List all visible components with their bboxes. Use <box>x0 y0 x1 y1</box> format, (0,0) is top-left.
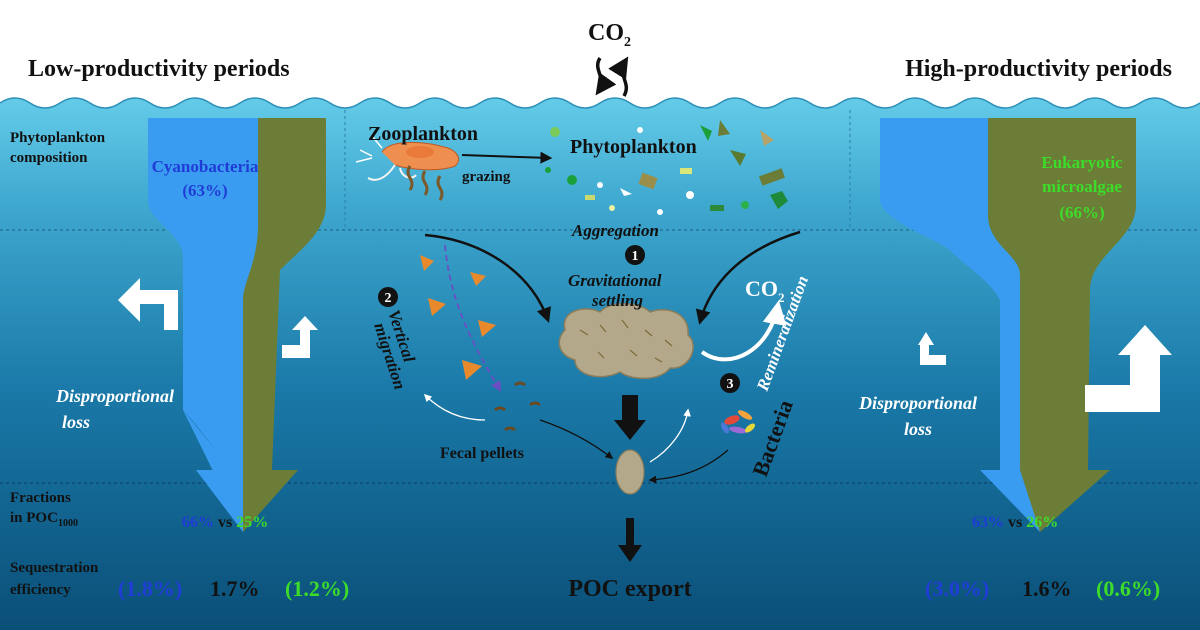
migrating-zooplankton <box>420 255 496 380</box>
left-funnel <box>148 118 326 532</box>
bacteria-to-particle-arrow <box>648 449 729 484</box>
gravitational-label-1: Gravitational <box>568 271 662 290</box>
fractions-label-1: Fractions <box>10 490 71 506</box>
sky <box>0 0 1200 110</box>
fecal-recycle-arrow <box>423 393 486 421</box>
left-eff-green: (1.2%) <box>285 576 349 601</box>
remineralization-arrow <box>700 300 787 362</box>
right-big-turn-arrow <box>1085 325 1172 412</box>
grazing-label: grazing <box>462 169 511 185</box>
fecal-pellets-icon <box>494 381 541 432</box>
fecal-pellets-label: Fecal pellets <box>440 445 524 462</box>
sequestration-label-2: efficiency <box>10 582 71 598</box>
right-loss-label-2: loss <box>904 419 932 439</box>
aggregation-right-arrow <box>695 230 801 325</box>
phytoplankton-label: Phytoplankton <box>570 136 697 158</box>
left-eff-mid: 1.7% <box>210 576 260 601</box>
marker-3: 3 <box>727 377 734 392</box>
left-group-pct: (63%) <box>182 181 227 200</box>
left-loss-label-1: Disproportional <box>55 386 174 406</box>
sinking-particle <box>615 449 645 495</box>
right-title: High-productivity periods <box>905 56 1172 82</box>
fecal-pellet-strands-top <box>406 165 444 201</box>
right-group-label-1: Eukaryotic <box>1041 153 1123 172</box>
right-group-label-2: microalgae <box>1042 177 1122 196</box>
marker-1-circle <box>625 245 645 265</box>
marker-2: 2 <box>385 291 392 306</box>
marker-3-circle <box>720 373 740 393</box>
aggregate-texture <box>579 319 673 363</box>
particle-to-bacteria-arrow <box>649 408 691 463</box>
shrimp-icon <box>355 135 459 181</box>
left-group-label: Cyanobacteria <box>152 157 259 176</box>
settling-down-arrow <box>614 395 646 440</box>
left-loss-label-2: loss <box>62 412 90 432</box>
phytoplankton-cluster <box>545 120 788 215</box>
sequestration-label-1: Sequestration <box>10 560 99 576</box>
right-loss-label-1: Disproportional <box>858 393 977 413</box>
right-eff-green: (0.6%) <box>1096 576 1160 601</box>
co2-up-arrow <box>608 56 629 97</box>
left-eff-blue: (1.8%) <box>118 576 182 601</box>
left-small-turn-arrow <box>282 316 318 358</box>
fractions-label-2: in POC1000 <box>10 510 78 529</box>
marker-2-circle <box>378 287 398 307</box>
aggregate-blob <box>558 303 694 379</box>
gravitational-label-2: settling <box>591 291 644 310</box>
right-eff-mid: 1.6% <box>1022 576 1072 601</box>
co2-down-arrow <box>595 57 617 96</box>
co2-mid-label: CO2 <box>745 276 785 305</box>
aggregation-label: Aggregation <box>571 221 659 240</box>
phyto-composition-label-2: composition <box>10 150 88 166</box>
co2-top-label: CO2 <box>588 20 631 50</box>
export-down-arrow <box>618 518 642 562</box>
grazing-arrow <box>461 151 553 164</box>
poc-export-label: POC export <box>568 576 691 602</box>
left-title: Low-productivity periods <box>28 56 290 82</box>
marker-1: 1 <box>632 249 639 264</box>
wave-line <box>0 97 1200 109</box>
right-eff-blue: (3.0%) <box>925 576 989 601</box>
aggregation-left-arrow <box>424 233 551 323</box>
right-small-turn-arrow <box>918 332 946 365</box>
right-group-pct: (66%) <box>1059 203 1104 222</box>
right-funnel <box>880 118 1136 532</box>
phyto-composition-label-1: Phytoplankton <box>10 130 106 146</box>
fecal-to-particle-arrow <box>539 419 614 459</box>
bacteria-icon <box>721 410 755 434</box>
zooplankton-label: Zooplankton <box>368 123 478 145</box>
left-big-turn-arrow <box>118 278 178 330</box>
